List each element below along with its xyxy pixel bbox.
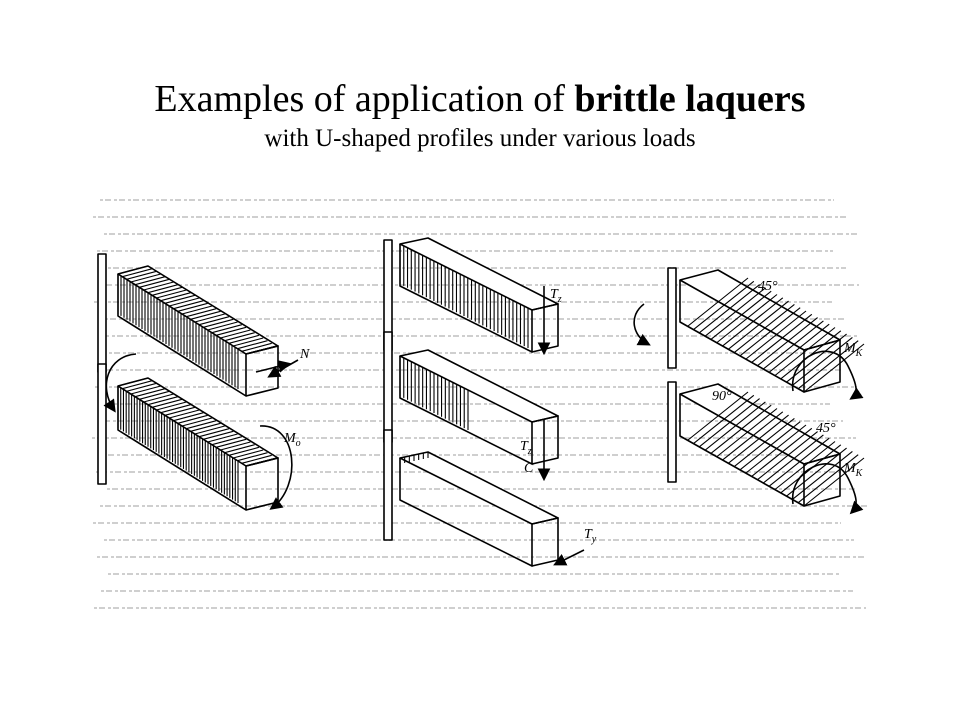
label-n: N (299, 347, 310, 362)
hatch-torsion-1 (687, 277, 865, 393)
beam-torsion-2 (667, 381, 865, 515)
beam-shear-tz-1 (383, 237, 559, 356)
hatch-shear-2 (399, 356, 469, 430)
label-angle-2: 45° (816, 421, 836, 436)
hatch-top-face-1 (117, 265, 277, 355)
slide-title-block: Examples of application of brittle laque… (0, 76, 960, 156)
slide-title: Examples of application of brittle laque… (0, 76, 960, 122)
label-mk-2: MK (843, 461, 864, 479)
hatch-top-face-2 (117, 377, 277, 467)
label-ty: Ty (584, 527, 597, 545)
hatch-shear-3 (399, 452, 429, 464)
label-angle-1: 45° (758, 279, 778, 294)
hatch-shear-1 (399, 244, 529, 348)
figure-labels: N Mo Tz Tz C Ty MK MK 45° 45° 90° (283, 279, 864, 545)
hatch-front-face-1 (117, 274, 239, 389)
beam-torsion-1 (633, 267, 865, 400)
label-mk-1: MK (843, 341, 864, 359)
beam-bending-moment (97, 353, 293, 511)
brittle-lacquer-figure: N Mo Tz Tz C Ty MK MK 45° 45° 90° (88, 186, 878, 618)
slide-subtitle: with U-shaped profiles under various loa… (264, 125, 696, 152)
moment-arrow-left (103, 353, 137, 413)
label-tz-2: Tz (520, 439, 532, 457)
beam-shear-ty (383, 429, 585, 567)
label-tz-1: Tz (550, 287, 562, 305)
label-c: C (524, 461, 534, 476)
label-angle-3: 90° (712, 389, 732, 404)
beam-axial-load (97, 253, 299, 397)
hatch-torsion-2 (687, 391, 865, 507)
label-mo: Mo (283, 431, 301, 449)
title-bold: brittle laquers (574, 78, 806, 120)
figure-drawing: N Mo Tz Tz C Ty MK MK 45° 45° 90° (92, 199, 868, 609)
hatch-front-face-2 (117, 386, 239, 503)
title-plain: Examples of application of (154, 78, 575, 120)
beam-shear-tz-2 (383, 331, 559, 482)
moment-arrow-right (259, 425, 293, 510)
